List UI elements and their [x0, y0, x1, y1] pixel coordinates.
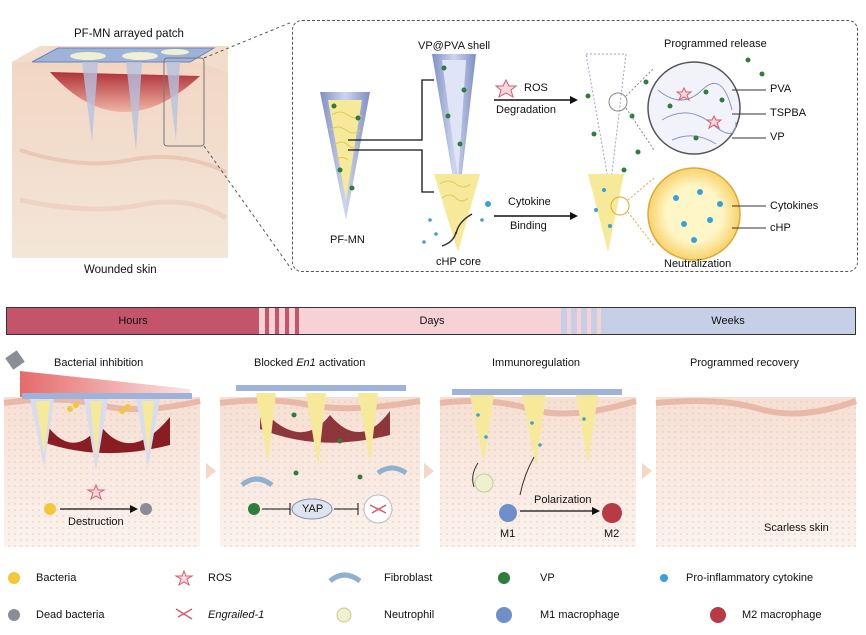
- vp-label: VP: [770, 131, 785, 143]
- legend-engrailed: Engrailed-1: [208, 609, 265, 621]
- tspba-label: TSPBA: [770, 107, 807, 119]
- dead-bacteria-icon: [8, 609, 20, 621]
- m2-label: M2: [604, 528, 620, 540]
- legend-m2-macrophage: M2 macrophage: [742, 609, 822, 621]
- timeline-transition-2: [561, 308, 601, 334]
- skin-block-illustration: [12, 46, 228, 258]
- pro-inflammatory-cytokine-icon: [660, 574, 668, 582]
- neutralization-label: Neutralization: [664, 258, 732, 270]
- scarless-skin-label: Scarless skin: [764, 522, 829, 534]
- neutrophil-icon: [336, 607, 352, 623]
- legend-neutrophil: Neutrophil: [384, 609, 435, 621]
- engrailed-icon: [175, 608, 193, 620]
- mechanism-illustration: [320, 53, 766, 261]
- ros-icon: [174, 569, 194, 587]
- chp-core-label: cHP core: [436, 256, 482, 268]
- timeline-hours-label: Hours: [118, 315, 148, 327]
- timeline-weeks-label: Weeks: [711, 315, 745, 327]
- timeline-hours: Hours: [7, 308, 259, 334]
- patch-label: PF-MN arrayed patch: [74, 28, 184, 40]
- legend-ros: ROS: [208, 572, 232, 584]
- timeline-days-label: Days: [419, 315, 445, 327]
- fibroblast-icon: [328, 572, 362, 584]
- cytokine-label: Cytokine: [508, 196, 551, 208]
- timeline-weeks: Weeks: [601, 308, 855, 334]
- timeline-bar: Hours Days Weeks: [6, 307, 856, 335]
- stage-panels-illustration: [3, 350, 858, 547]
- mechanism-panel: [292, 20, 858, 272]
- yap-label: YAP: [302, 503, 324, 515]
- stage-programmed-recovery-title: Programmed recovery: [690, 357, 799, 369]
- pfmn-label: PF-MN: [330, 234, 365, 246]
- zoom-connector-lines: [203, 21, 293, 271]
- degradation-label: Degradation: [496, 104, 556, 116]
- stage-immunoregulation-title: Immunoregulation: [492, 357, 581, 369]
- shell-label: VP@PVA shell: [418, 40, 491, 52]
- cytokines-label: Cytokines: [770, 200, 819, 212]
- m1-macrophage-icon: [496, 607, 512, 623]
- m2-macrophage-icon: [710, 607, 726, 623]
- legend-m1-macrophage: M1 macrophage: [540, 609, 620, 621]
- stage-bacterial-inhibition-title: Bacterial inhibition: [54, 357, 144, 369]
- legend-bacteria: Bacteria: [36, 572, 77, 584]
- legend-icons: [8, 569, 726, 623]
- binding-label: Binding: [510, 220, 547, 232]
- destruction-label: Destruction: [68, 516, 124, 528]
- chp-label: cHP: [770, 222, 791, 234]
- legend-pro-inflammatory-cytokine: Pro-inflammatory cytokine: [686, 572, 814, 584]
- legend-vp: VP: [540, 572, 555, 584]
- stage-blocked-en1-title: Blocked En1 activation: [254, 357, 366, 369]
- m1-label: M1: [500, 528, 516, 540]
- pva-label: PVA: [770, 83, 792, 95]
- ros-label: ROS: [524, 82, 548, 94]
- legend-fibroblast: Fibroblast: [384, 572, 433, 584]
- timeline-days: Days: [303, 308, 561, 334]
- polarization-label: Polarization: [534, 494, 592, 506]
- legend-dead-bacteria: Dead bacteria: [36, 609, 105, 621]
- programmed-release-label: Programmed release: [664, 38, 767, 50]
- bacteria-icon: [8, 572, 20, 584]
- timeline-transition-1: [259, 308, 303, 334]
- vp-icon: [498, 572, 510, 584]
- skin-label: Wounded skin: [84, 264, 157, 276]
